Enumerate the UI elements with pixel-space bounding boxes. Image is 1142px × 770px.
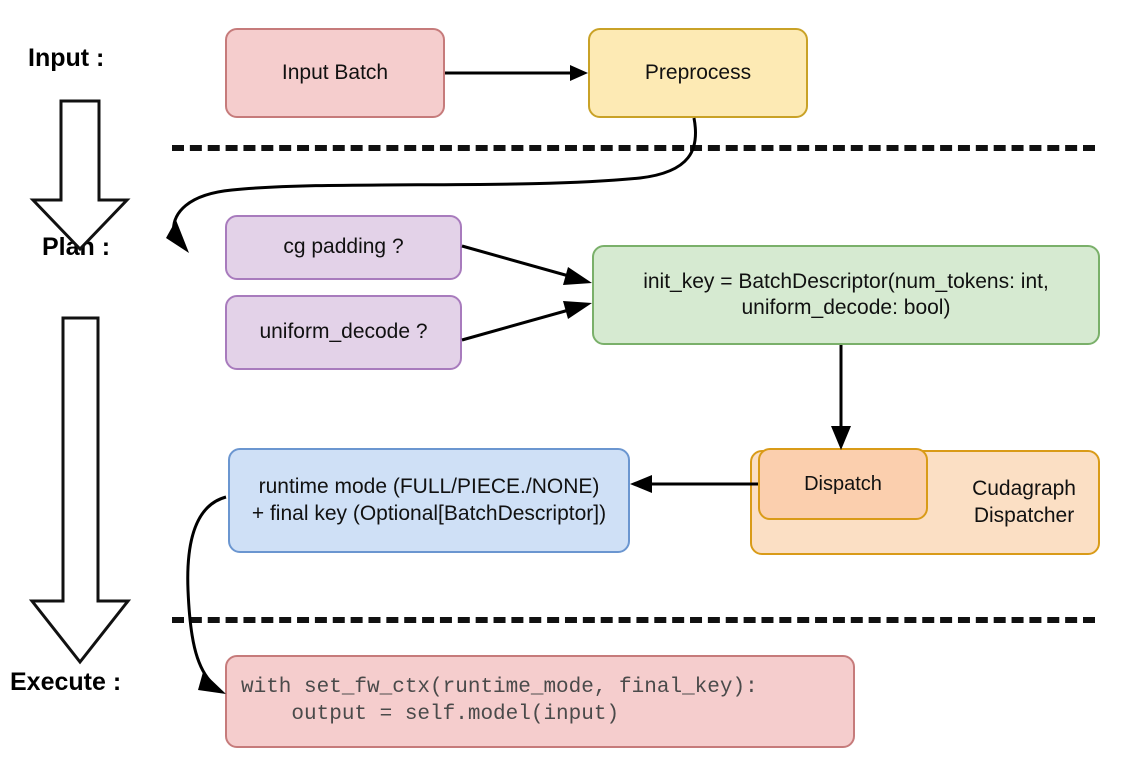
- plan-execute-divider: [172, 617, 1095, 623]
- node-init-key[interactable]: init_key = BatchDescriptor(num_tokens: i…: [592, 245, 1100, 345]
- node-cudagraph-dispatcher-label: Cudagraph Dispatcher: [972, 477, 1076, 527]
- node-uniform-decode[interactable]: uniform_decode ?: [225, 295, 462, 370]
- node-preprocess-label: Preprocess: [644, 60, 752, 84]
- stage-label-execute: Execute :: [10, 668, 122, 696]
- node-dispatch[interactable]: Dispatch: [758, 448, 928, 520]
- plan-to-execute-block-arrow: [28, 316, 132, 665]
- arrow-runtime-mode-to-execute-code: [186, 495, 227, 694]
- node-preprocess[interactable]: Preprocess: [588, 28, 808, 118]
- node-execute-code[interactable]: with set_fw_ctx(runtime_mode, final_key)…: [225, 655, 855, 748]
- node-cg-padding-label: cg padding ?: [283, 235, 404, 259]
- node-input-batch[interactable]: Input Batch: [225, 28, 445, 118]
- node-execute-code-label: with set_fw_ctx(runtime_mode, final_key)…: [241, 676, 758, 726]
- node-runtime-mode[interactable]: runtime mode (FULL/PIECE./NONE) + final …: [228, 448, 630, 553]
- arrow-uniform-decode-to-init-key: [461, 301, 592, 342]
- node-dispatch-label: Dispatch: [804, 472, 882, 495]
- node-init-key-label: init_key = BatchDescriptor(num_tokens: i…: [643, 269, 1049, 319]
- arrow-input-batch-to-preprocess: [445, 65, 588, 81]
- node-input-batch-label: Input Batch: [281, 60, 389, 84]
- arrow-cg-padding-to-init-key: [461, 244, 592, 285]
- input-to-plan-block-arrow: [29, 99, 131, 252]
- node-runtime-mode-label: runtime mode (FULL/PIECE./NONE) + final …: [251, 475, 607, 525]
- stage-label-input: Input :: [28, 44, 105, 72]
- arrow-init-key-to-dispatch: [831, 345, 851, 450]
- input-plan-divider: [172, 145, 1095, 151]
- stage-label-plan: Plan :: [42, 233, 111, 261]
- node-uniform-decode-label: uniform_decode ?: [259, 320, 428, 344]
- node-cg-padding[interactable]: cg padding ?: [225, 215, 462, 280]
- arrow-dispatch-to-runtime-mode: [630, 475, 758, 493]
